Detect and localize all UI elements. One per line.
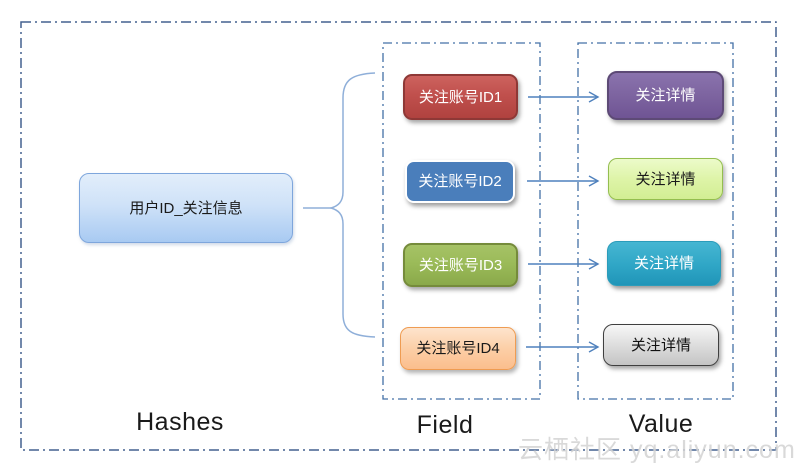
value-group-label: Value bbox=[628, 410, 694, 438]
hash-key-label: 用户ID_关注信息 bbox=[129, 199, 243, 217]
arrow-field2-to-value2 bbox=[527, 175, 600, 187]
hashes-boundary-box bbox=[20, 21, 777, 451]
value-box-1-label: 关注详情 bbox=[635, 87, 696, 104]
site-watermark: 云栖社区 yq.aliyun.com bbox=[518, 436, 796, 464]
value-column-boundary-box bbox=[577, 42, 734, 400]
field-box-3: 关注账号ID3 bbox=[403, 243, 518, 287]
curly-brace-connector bbox=[303, 72, 376, 338]
field-box-1: 关注账号ID1 bbox=[403, 74, 518, 120]
value-box-4-label: 关注详情 bbox=[630, 336, 691, 354]
arrow-field3-to-value3 bbox=[528, 258, 600, 270]
arrow-field4-to-value4 bbox=[526, 341, 600, 353]
field-box-4: 关注账号ID4 bbox=[400, 327, 516, 370]
value-box-3: 关注详情 bbox=[607, 241, 721, 286]
value-box-2: 关注详情 bbox=[608, 158, 723, 200]
value-box-3-label: 关注详情 bbox=[633, 255, 694, 272]
value-box-1: 关注详情 bbox=[607, 71, 724, 120]
field-box-1-label: 关注账号ID1 bbox=[418, 88, 503, 106]
field-box-4-label: 关注账号ID4 bbox=[416, 340, 500, 357]
field-column-boundary-box bbox=[382, 42, 541, 400]
hash-key-box: 用户ID_关注信息 bbox=[79, 173, 293, 243]
value-box-4: 关注详情 bbox=[603, 324, 719, 366]
value-box-2-label: 关注详情 bbox=[635, 170, 696, 188]
arrow-field1-to-value1 bbox=[528, 91, 600, 103]
field-box-3-label: 关注账号ID3 bbox=[418, 256, 503, 274]
field-group-label: Field bbox=[416, 411, 474, 439]
field-box-2-label: 关注账号ID2 bbox=[418, 173, 502, 190]
field-box-2: 关注账号ID2 bbox=[405, 160, 515, 203]
hashes-group-label: Hashes bbox=[136, 408, 224, 436]
